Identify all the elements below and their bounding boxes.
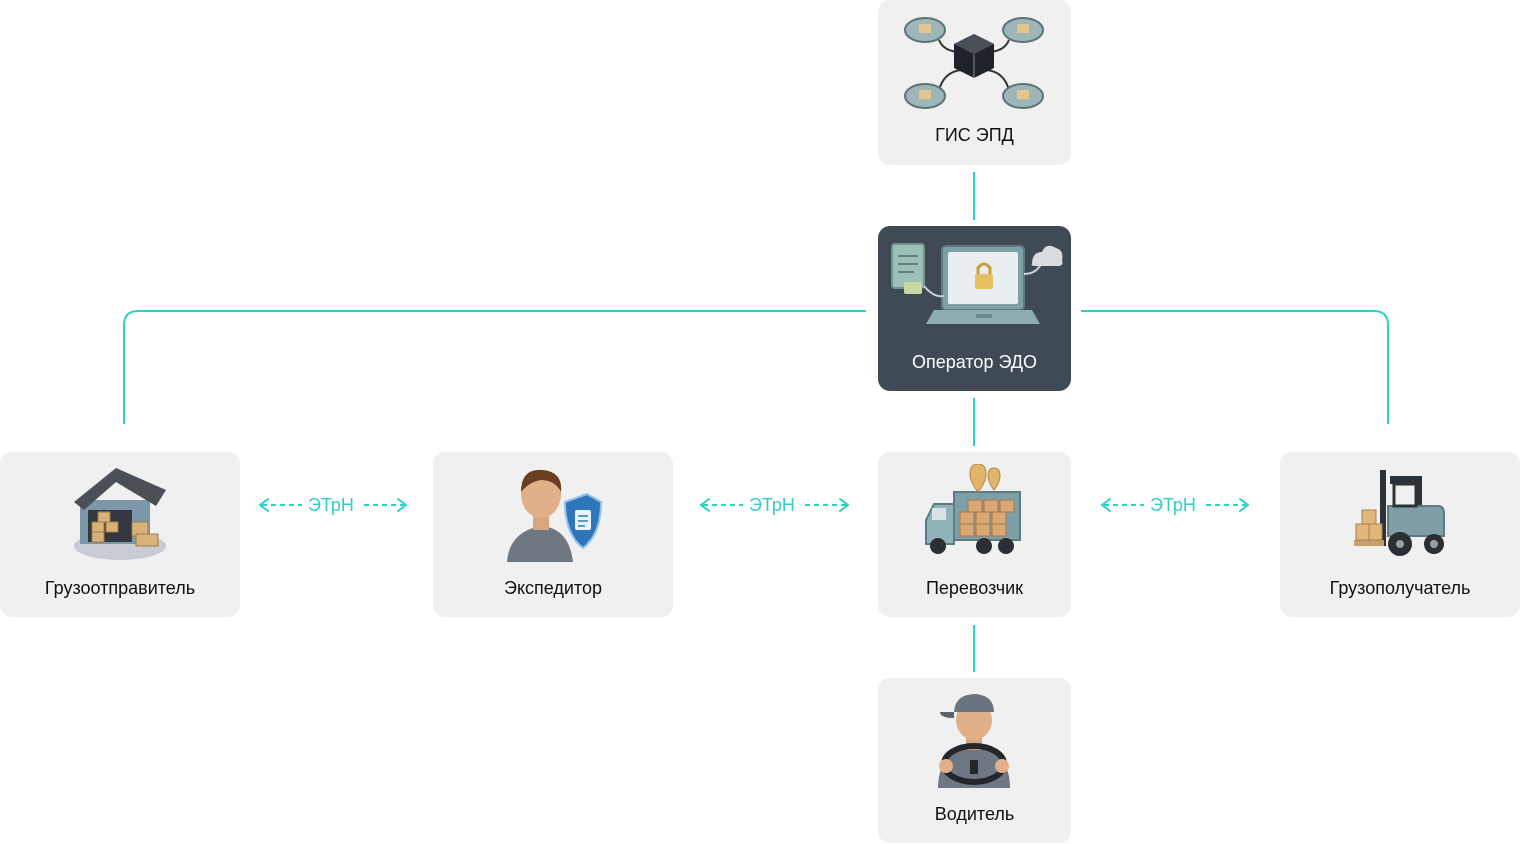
link-operator-shipper xyxy=(123,310,866,424)
edge-label-shipper-forwarder: ЭТрН xyxy=(304,495,358,515)
truck-icon xyxy=(925,464,1021,554)
node-label: Экспедитор xyxy=(504,578,602,598)
node-forwarder[interactable]: Экспедитор xyxy=(433,452,673,617)
secure-laptop-icon xyxy=(891,243,1063,324)
edge-label-carrier-consignee: ЭТрН xyxy=(1146,495,1200,515)
node-label: Оператор ЭДО xyxy=(912,352,1037,372)
node-shipper[interactable]: Грузоотправитель xyxy=(0,452,240,617)
edge-label-forwarder-carrier: ЭТрН xyxy=(745,495,799,515)
network-hub-icon xyxy=(904,17,1044,109)
node-gis-epd[interactable]: ГИС ЭПД xyxy=(878,0,1071,165)
node-operator-edo[interactable]: Оператор ЭДО xyxy=(878,226,1071,391)
node-label: Грузоотправитель xyxy=(44,578,196,598)
node-consignee[interactable]: Грузополучатель xyxy=(1280,452,1520,617)
person-shield-icon xyxy=(507,469,603,562)
node-label: Грузополучатель xyxy=(1329,578,1471,598)
node-label: Водитель xyxy=(934,804,1015,824)
node-driver[interactable]: Водитель xyxy=(878,678,1071,843)
node-label: Перевозчик xyxy=(925,578,1024,598)
node-carrier[interactable]: Перевозчик xyxy=(878,452,1071,617)
warehouse-icon xyxy=(74,468,166,560)
driver-icon xyxy=(938,694,1010,788)
link-operator-consignee xyxy=(1081,310,1389,424)
forklift-icon xyxy=(1354,470,1445,556)
node-label: ГИС ЭПД xyxy=(935,125,1014,145)
